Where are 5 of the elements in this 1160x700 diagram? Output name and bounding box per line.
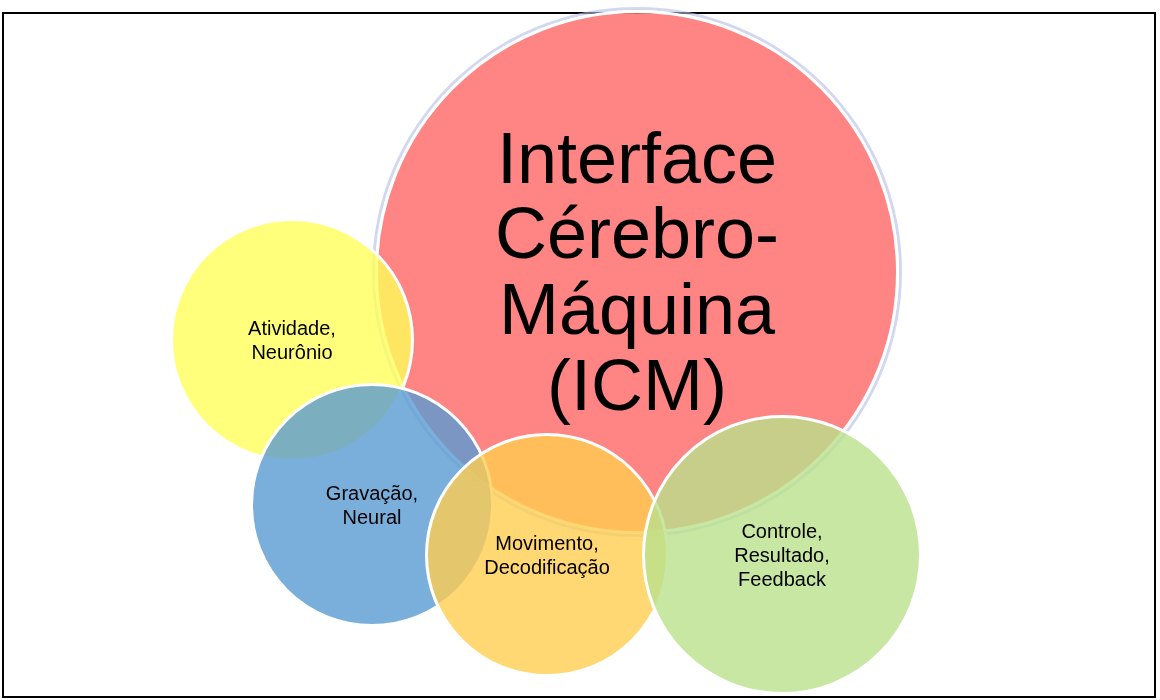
circle-label: Movimento, Decodificação <box>483 531 611 579</box>
circle-label: Controle, Resultado, Feedback <box>733 519 831 591</box>
circle-label: Interface Cérebro-Máquina (ICM) <box>493 120 781 424</box>
circle-label: Atividade, Neurônio <box>247 316 337 364</box>
circle-label: Gravação, Neural <box>324 481 420 529</box>
